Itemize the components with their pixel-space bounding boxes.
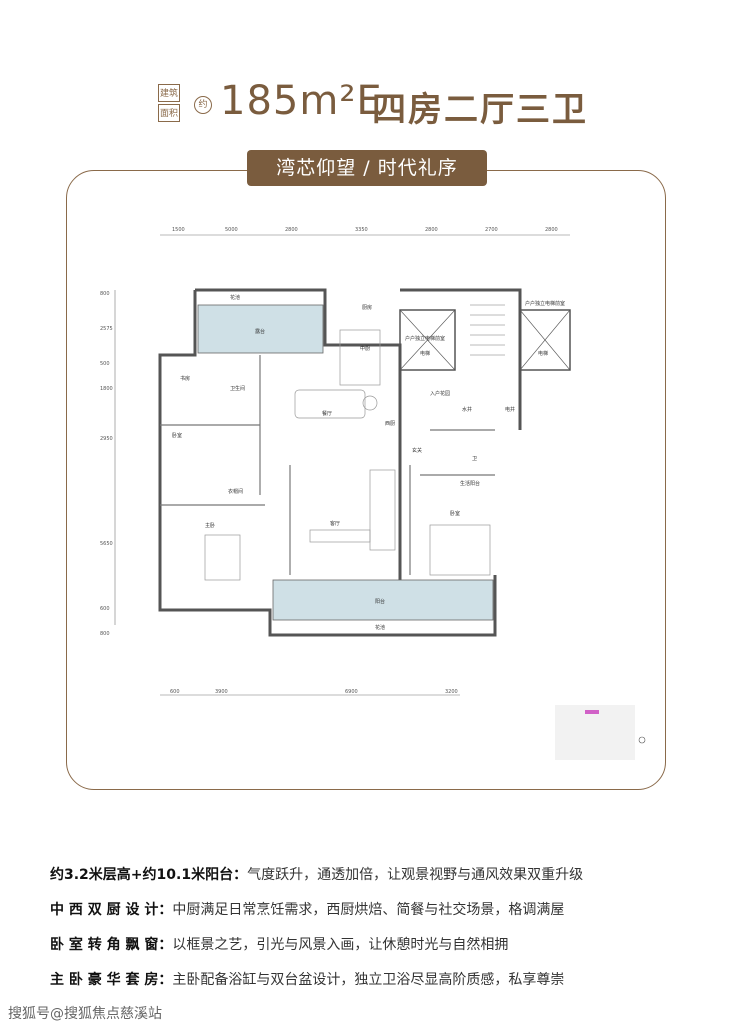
room-labels: 花池 露台 厨房 中厨 餐厅 西厨 入户花园 玄关 客厅 卧室 卧室 衣帽间 卫… — [172, 294, 565, 631]
left-dimension-labels: 800 2575 500 1800 2950 5650 600 800 — [100, 291, 113, 637]
room-garden-bottom: 花池 — [375, 624, 385, 631]
room-garden-top: 花池 — [230, 294, 240, 301]
elevator-left — [399, 309, 456, 371]
balcony-area — [272, 579, 494, 621]
badge-bottom-label: 面积 — [158, 104, 180, 122]
room-terrace: 露台 — [255, 328, 265, 335]
room-bedroom2: 卧室 — [172, 432, 182, 439]
room-type: 四房二厅三卫 — [372, 90, 588, 130]
room-foyer: 玄关 — [412, 447, 422, 454]
left-dim-3: 500 — [100, 361, 110, 367]
site-key-plan — [555, 705, 646, 760]
slogan-banner: 湾芯仰望 / 时代礼序 — [247, 150, 487, 186]
top-dimension-labels: 1500 5000 2800 3350 2800 2700 2800 — [172, 227, 558, 233]
area-value: 185m²E — [220, 78, 383, 124]
room-living: 客厅 — [330, 520, 340, 527]
feature-item-window: 卧 室 转 角 飘 窗：以框景之艺，引光与风景入画，让休憩时光与自然相拥 — [50, 928, 730, 963]
left-dim-6: 5650 — [100, 541, 113, 547]
partitions — [160, 355, 495, 575]
top-dim-7: 2800 — [545, 227, 558, 233]
room-master: 主卧 — [205, 522, 215, 529]
feature-item-ceiling: 约3.2米层高+约10.1米阳台：气度跃升，通透加倍，让观景视野与通风效果双重升… — [50, 858, 730, 893]
room-kitchen: 厨房 — [362, 304, 372, 311]
room-bathroom: 卫生间 — [230, 385, 245, 392]
bottom-dimension-labels: 600 3900 6900 3200 — [170, 689, 458, 695]
room-entrance-garden: 入户花园 — [430, 390, 450, 397]
bottom-dim-2: 3900 — [215, 689, 228, 695]
room-lift-right: 电梯 — [538, 350, 548, 357]
room-cupboard2: 电井 — [505, 406, 515, 413]
dimension-lines — [114, 234, 570, 696]
room-cupboard1: 水井 — [462, 406, 472, 413]
room-balcony: 阳台 — [375, 598, 385, 605]
feature-desc: 气度跃升，通透加倍，让观景视野与通风效果双重升级 — [247, 867, 584, 883]
feature-label: 主 卧 豪 华 套 房： — [50, 972, 173, 988]
left-dim-4: 1800 — [100, 386, 113, 392]
room-laundry: 生活阳台 — [460, 480, 480, 487]
room-middle-kitchen: 中厨 — [360, 345, 370, 352]
room-lift-left: 电梯 — [420, 350, 430, 357]
title-row: 建筑 面积 约 185m²E 四房二厅三卫 — [0, 78, 740, 138]
feature-desc: 中厨满足日常烹饪需求，西厨烘焙、简餐与社交场景，格调满屋 — [172, 902, 565, 918]
watermark: 搜狐号@搜狐焦点慈溪站 — [8, 1006, 162, 1022]
left-dim-7: 600 — [100, 606, 110, 612]
room-elevator-hall-left: 户户独立电梯前室 — [405, 335, 445, 342]
bottom-dim-1: 600 — [170, 689, 180, 695]
room-bath-small: 卫 — [472, 456, 477, 462]
feature-label: 约3.2米层高+约10.1米阳台： — [50, 867, 248, 883]
feature-label: 中 西 双 厨 设 计： — [50, 902, 173, 918]
bottom-dim-3: 6900 — [345, 689, 358, 695]
bottom-dim-4: 3200 — [445, 689, 458, 695]
floor-plan: 1500 5000 2800 3350 2800 2700 2800 800 2… — [100, 227, 646, 760]
left-dim-2: 2575 — [100, 326, 113, 332]
top-dim-5: 2800 — [425, 227, 438, 233]
terrace-area — [197, 304, 324, 354]
top-dim-2: 5000 — [225, 227, 238, 233]
top-dim-3: 2800 — [285, 227, 298, 233]
room-dining: 餐厅 — [322, 410, 332, 417]
top-dim-6: 2700 — [485, 227, 498, 233]
left-dim-1: 800 — [100, 291, 110, 297]
feature-list: 约3.2米层高+约10.1米阳台：气度跃升，通透加倍，让观景视野与通风效果双重升… — [50, 858, 730, 998]
room-bedroom1: 卧室 — [450, 510, 460, 517]
area-badge: 建筑 面积 约 — [158, 84, 214, 124]
furniture — [204, 329, 491, 581]
elevator-right — [519, 309, 571, 371]
feature-desc: 以框景之艺，引光与风景入画，让休憩时光与自然相拥 — [172, 937, 509, 953]
feature-item-kitchen: 中 西 双 厨 设 计：中厨满足日常烹饪需求，西厨烘焙、简餐与社交场景，格调满屋 — [50, 893, 730, 928]
room-western-kitchen: 西厨 — [385, 421, 395, 427]
left-dim-5: 2950 — [100, 436, 113, 442]
stair — [470, 304, 505, 356]
feature-label: 卧 室 转 角 飘 窗： — [50, 937, 173, 953]
left-dim-8: 800 — [100, 631, 110, 637]
feature-desc: 主卧配备浴缸与双台盆设计，独立卫浴尽显高阶质感，私享尊崇 — [172, 972, 565, 988]
room-cloakroom: 衣帽间 — [228, 488, 243, 495]
badge-top-label: 建筑 — [158, 84, 180, 102]
top-dim-1: 1500 — [172, 227, 185, 233]
elevator-crosses — [399, 309, 571, 371]
feature-item-master: 主 卧 豪 华 套 房：主卧配备浴缸与双台盆设计，独立卫浴尽显高阶质感，私享尊崇 — [50, 963, 730, 998]
badge-circle: 约 — [194, 96, 212, 114]
room-elevator-hall-right: 户户独立电梯前室 — [525, 300, 565, 307]
top-dim-4: 3350 — [355, 227, 368, 233]
room-study: 书房 — [180, 375, 190, 382]
